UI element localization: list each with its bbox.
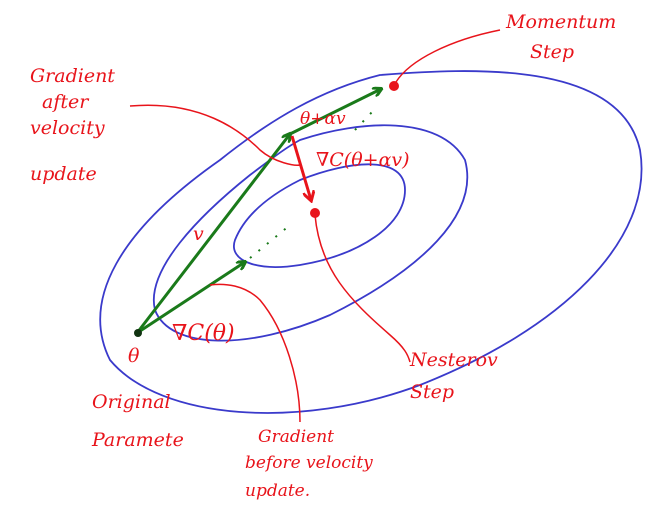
momentum-arrow <box>289 89 381 136</box>
contour-middle <box>152 124 469 342</box>
gradient-before-arrow <box>136 262 245 335</box>
velocity-arrow <box>135 134 290 334</box>
label-grad-after-1: Gradient <box>30 65 115 87</box>
momentum-step-point <box>389 81 399 91</box>
label-original-1: Original <box>92 391 171 413</box>
dotted-continuation-2 <box>354 111 373 131</box>
label-grad-after-4: update <box>30 163 97 185</box>
label-grad-before-1: Gradient <box>258 427 334 447</box>
label-grad-after-3: velocity <box>30 117 105 139</box>
original-point <box>134 329 142 337</box>
label-grad-before-2: before velocity <box>245 453 373 473</box>
label-grad-before-symbol: ∇C(θ) <box>172 321 235 346</box>
nesterov-pointer <box>314 214 411 363</box>
label-grad-after-symbol: ∇C(θ+αv) <box>316 149 410 171</box>
label-momentum-2: Step <box>530 41 574 63</box>
label-theta-plus-av: θ+αv <box>300 109 346 129</box>
dotted-continuation-1 <box>249 224 291 259</box>
gradient-before-pointer <box>209 283 301 423</box>
gradient-after-pointer <box>129 104 301 166</box>
label-grad-after-2: after <box>42 91 90 113</box>
label-momentum-1: Momentum <box>505 11 616 33</box>
contour-outer <box>99 70 643 414</box>
contour-inner <box>233 163 406 268</box>
label-original-2: Paramete <box>91 429 184 451</box>
label-nesterov-1: Nesterov <box>409 349 498 371</box>
label-velocity: v <box>193 223 204 245</box>
label-nesterov-2: Step <box>410 381 454 403</box>
label-grad-before-3: update. <box>245 481 310 501</box>
nesterov-step-point <box>310 208 320 218</box>
momentum-pointer <box>395 29 501 83</box>
gradient-after-arrow <box>290 135 311 200</box>
label-theta: θ <box>128 345 140 367</box>
